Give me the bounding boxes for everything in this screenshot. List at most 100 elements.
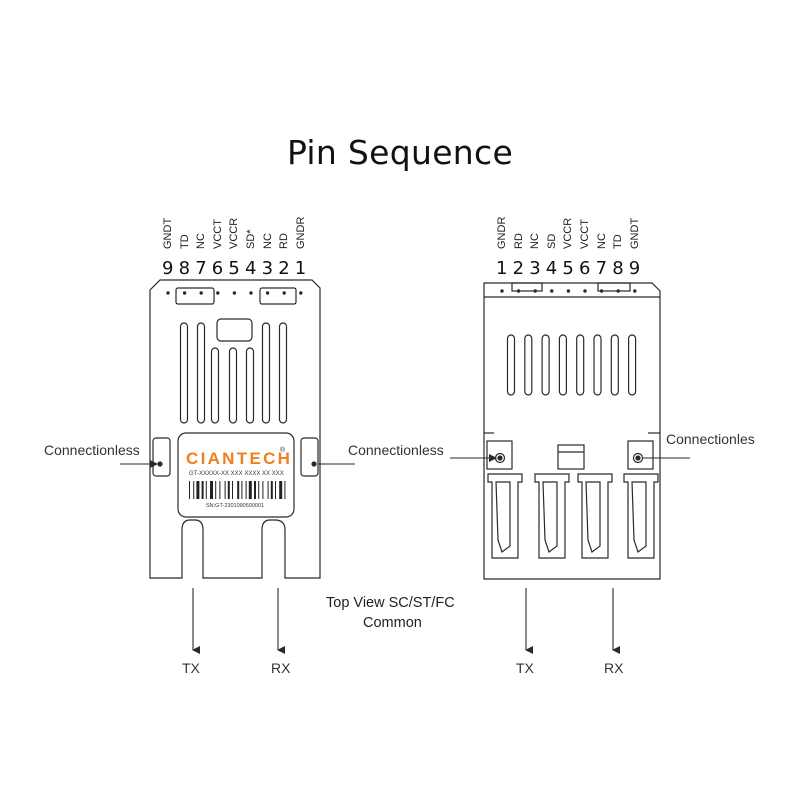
left-pin-number-3: 7 xyxy=(195,258,207,279)
left-module-label-content: CIANTECH ® GT-XXXXX-XX XXX XXXX XX XXX S… xyxy=(186,446,292,509)
right-module xyxy=(483,282,661,580)
left-pin-number-6: 4 xyxy=(245,258,257,279)
barcode-bar xyxy=(241,481,243,499)
left-pin-number-8: 2 xyxy=(278,258,290,279)
barcode-bar xyxy=(279,481,283,499)
right-pin-number-8: 8 xyxy=(612,258,624,279)
part-number-line: GT-XXXXX-XX XXX XXXX XX XXX xyxy=(189,471,284,477)
registered-mark: ® xyxy=(280,446,286,454)
barcode xyxy=(189,481,286,499)
right-pin-dot xyxy=(583,289,587,293)
vent-slot xyxy=(196,322,206,424)
barcode-bar xyxy=(258,481,260,499)
vent-slot xyxy=(210,347,220,424)
right-module-pin-dots xyxy=(500,289,637,293)
right-module-side-tab-right xyxy=(627,440,654,470)
barcode-bar xyxy=(275,481,276,499)
right-module-pin-bracket-right xyxy=(597,282,631,292)
left-module-vents xyxy=(179,322,288,424)
right-pin-number-1: 1 xyxy=(496,258,508,279)
left-module-pin-bracket-right xyxy=(259,287,297,305)
right-pin-number-3: 3 xyxy=(529,258,541,279)
left-module xyxy=(149,279,321,579)
left-module-connectionless-label-right: Connectionless xyxy=(348,442,444,458)
left-module-label-panel xyxy=(177,432,295,518)
barcode-bar xyxy=(245,481,247,499)
right-pin-dot xyxy=(500,289,504,293)
vent-slot xyxy=(541,334,550,396)
left-tx-label: TX xyxy=(182,660,200,676)
ferrule-slot xyxy=(487,473,523,559)
caption-top-view: Top View SC/ST/FC xyxy=(326,595,455,611)
barcode-bar xyxy=(201,481,204,499)
ferrule-slot xyxy=(577,473,613,559)
right-pin-dot xyxy=(516,289,521,293)
barcode-bar xyxy=(210,481,213,499)
vent-slot xyxy=(179,322,189,424)
right-module-ferrule-slots xyxy=(487,473,659,559)
ferrule-slot xyxy=(534,473,570,559)
vent-slot xyxy=(558,334,568,396)
vent-slot xyxy=(228,347,238,424)
vent-slot xyxy=(627,334,637,396)
left-module-side-dot-right xyxy=(311,461,317,467)
left-pin-dot xyxy=(166,291,170,295)
right-pin-number-9: 9 xyxy=(628,258,641,279)
barcode-bar xyxy=(254,481,256,499)
left-pin-dot xyxy=(216,291,220,295)
right-pin-dot xyxy=(633,289,637,293)
left-pin-dot xyxy=(199,291,203,295)
barcode-bar xyxy=(270,481,273,499)
left-module-side-tab-right xyxy=(300,437,319,477)
left-module-pin-dots xyxy=(166,291,303,295)
vent-slot xyxy=(593,334,602,396)
vent-slot xyxy=(261,322,271,424)
brand-logo: CIANTECH xyxy=(186,449,292,468)
ferrule-latch xyxy=(585,481,601,553)
left-module-body xyxy=(149,279,321,579)
left-pin-number-5: 5 xyxy=(228,258,240,279)
left-pin-dot xyxy=(232,291,237,295)
barcode-bar xyxy=(224,481,226,499)
vent-slot xyxy=(576,334,585,396)
barcode-bar xyxy=(237,481,240,499)
left-pin-dot xyxy=(282,291,286,295)
right-module-center-tab xyxy=(557,444,585,470)
right-module-side-dot-right xyxy=(635,455,641,461)
vent-slot xyxy=(278,322,288,424)
left-pin-dot xyxy=(182,291,187,295)
right-module-vents xyxy=(506,334,637,396)
right-pin-dot xyxy=(566,289,571,293)
right-tx-label: TX xyxy=(516,660,534,676)
right-pin-number-2: 2 xyxy=(512,258,525,279)
serial-number-line: SN:GT-2301090500001 xyxy=(206,503,264,509)
caption-common: Common xyxy=(363,615,422,631)
vent-slot xyxy=(245,347,255,424)
left-pin-dot xyxy=(299,291,303,295)
vent-slot xyxy=(610,334,619,396)
left-module-connectionless-label-left: Connectionless xyxy=(44,442,140,458)
barcode-bar xyxy=(267,481,269,499)
left-pin-dot xyxy=(265,291,270,295)
right-pin-dot xyxy=(599,289,604,293)
barcode-bar xyxy=(196,481,200,499)
right-pin-number-5: 5 xyxy=(562,258,574,279)
right-module-pin-bracket-left xyxy=(511,282,543,292)
ferrule-latch xyxy=(495,481,511,553)
barcode-bar xyxy=(205,481,207,499)
right-rx-label: RX xyxy=(604,660,624,676)
barcode-bar xyxy=(232,481,233,499)
left-module-window xyxy=(216,318,253,342)
left-pin-number-9: 1 xyxy=(294,258,307,279)
ferrule-latch xyxy=(631,481,647,553)
right-pin-number-7: 7 xyxy=(595,258,608,279)
right-pin-dot xyxy=(533,289,537,293)
right-pin-dot xyxy=(616,289,620,293)
left-module-side-tab-left xyxy=(152,437,171,477)
left-pin-number-7: 3 xyxy=(261,258,274,279)
left-module-side-dot-left xyxy=(157,461,163,467)
right-module-side-dot-left xyxy=(497,455,503,461)
left-module-pin-bracket-left xyxy=(175,287,215,305)
right-module-side-tab-left xyxy=(486,440,513,470)
